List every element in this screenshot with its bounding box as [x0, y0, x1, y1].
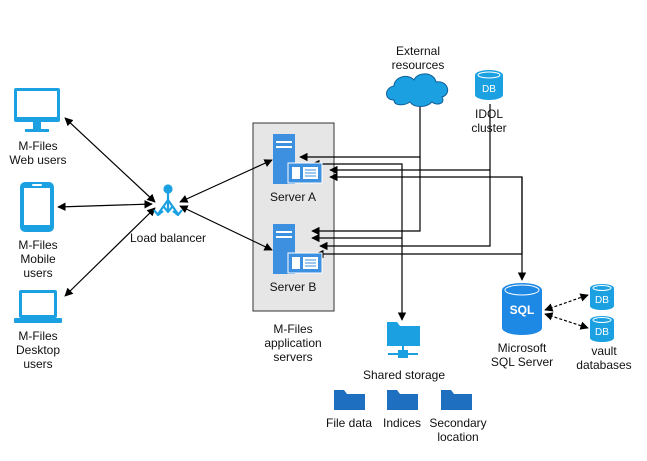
server-b-label: Server B — [269, 280, 317, 294]
external-resources-label: External resources — [391, 44, 445, 72]
folder-icon — [334, 390, 365, 410]
desktop-lb-link — [64, 207, 156, 297]
monitor-icon — [14, 88, 60, 132]
laptop-icon — [14, 290, 62, 323]
lb-serverb-link — [179, 205, 273, 251]
load-balancer-label: Load balancer — [129, 231, 207, 245]
sql-server-label: Microsoft SQL Server — [490, 341, 554, 369]
sql-vaultdb1-link — [544, 293, 589, 312]
folder-icon — [441, 390, 472, 410]
load-balancer-icon — [153, 184, 183, 217]
desktop-users-label: M-Files Desktop users — [15, 329, 61, 371]
sql-server-icon: SQL — [502, 283, 542, 335]
cloud-icon — [386, 73, 449, 107]
web-users-label: M-Files Web users — [9, 139, 67, 167]
serverb-idol-link — [319, 170, 491, 251]
mobile-lb-link — [57, 200, 153, 211]
servera-sql-link — [329, 172, 527, 281]
serverb-external-link — [311, 157, 421, 236]
mobile-users-label: M-Files Mobile users — [18, 238, 58, 280]
database-icon: DB — [475, 70, 503, 100]
secondary-location-label: Secondary location — [429, 416, 487, 444]
server-icon — [273, 224, 323, 274]
connectors — [57, 104, 589, 330]
indices-label: Indices — [382, 416, 422, 430]
shared-storage-label: Shared storage — [362, 368, 446, 382]
database-icon: DB — [590, 284, 614, 310]
lb-servera-link — [179, 159, 273, 203]
web-lb-link — [64, 117, 156, 203]
database-icon: DB — [590, 316, 614, 342]
tablet-icon — [20, 182, 54, 232]
network-folder-icon — [387, 322, 420, 358]
serverb-sql-link — [315, 177, 523, 259]
db-text: DB — [482, 84, 496, 95]
sql-vaultdb2-link — [544, 312, 589, 330]
idol-cluster-label: IDOL cluster — [471, 107, 507, 135]
folder-icon — [387, 390, 418, 410]
db-text: DB — [595, 327, 609, 338]
app-servers-label: M-Files application servers — [264, 322, 322, 364]
vault-databases-label: vault databases — [576, 344, 632, 372]
file-data-label: File data — [325, 416, 373, 430]
server-a-label: Server A — [269, 190, 317, 204]
server-icon — [273, 134, 323, 184]
db-text: DB — [595, 295, 609, 306]
sql-text: SQL — [510, 303, 535, 317]
